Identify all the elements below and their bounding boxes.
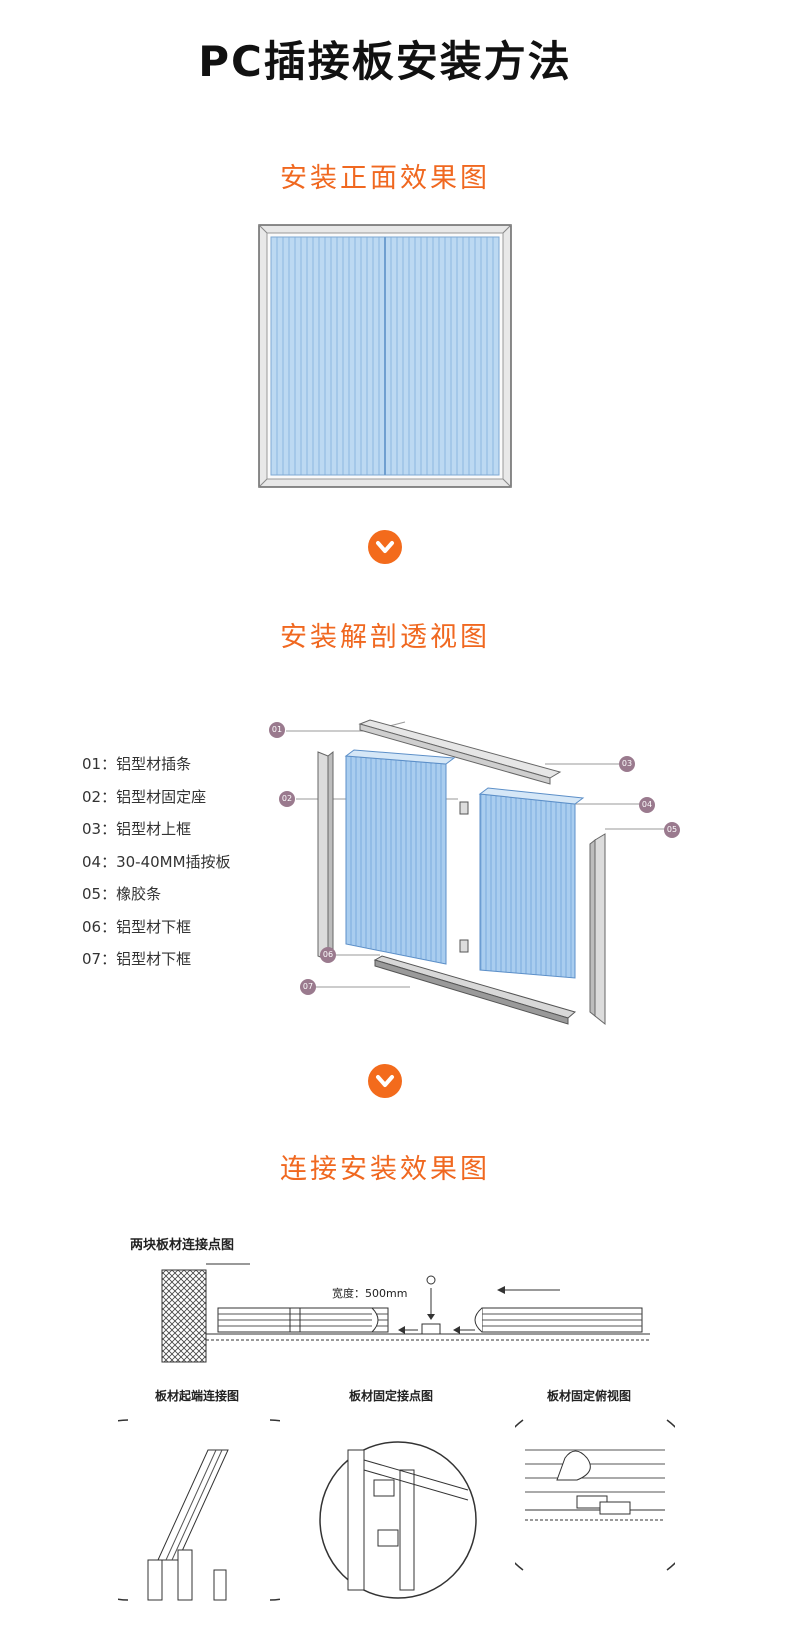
legend-item: 05：橡胶条 [82,885,162,903]
detail-fixing-point-illustration [319,1441,477,1599]
caption-top-view: 板材固定俯视图 [547,1389,632,1403]
caption-start-connection: 板材起端连接图 [155,1389,240,1403]
detail-start-connection-illustration [118,1419,280,1601]
callout-02: 02 [279,791,295,807]
front-view-window-illustration [258,224,512,488]
section-title-exploded-view: 安装解剖透视图 [280,622,490,653]
exploded-view-illustration [286,719,665,1026]
legend-item: 03：铝型材上框 [82,820,192,838]
detail-top-view-illustration [515,1419,675,1571]
callout-07: 07 [300,979,316,995]
connection-diagram [161,1263,650,1363]
section-title-front-view: 安装正面效果图 [280,163,490,194]
callout-04: 04 [639,797,655,813]
callout-05: 05 [664,822,680,838]
component-legend: 01：铝型材插条 02：铝型材固定座 03：铝型材上框 04：30-40MM插按… [82,748,231,976]
callout-06: 06 [320,947,336,963]
legend-item: 04：30-40MM插按板 [82,852,231,871]
legend-item: 06：铝型材下框 [82,917,192,936]
callout-01: 01 [269,722,285,738]
callout-03: 03 [619,756,635,772]
chevron-down-icon [368,1064,402,1098]
legend-item: 01：铝型材插条 [82,755,192,773]
legend-item: 02：铝型材固定座 [82,787,207,806]
legend-item: 07：铝型材下框 [82,950,192,968]
caption-fixing-point: 板材固定接点图 [349,1389,434,1403]
section-title-connection-view: 连接安装效果图 [280,1154,490,1185]
width-dimension-label: 宽度：500mm [332,1287,408,1300]
chevron-down-icon [368,530,402,564]
page-title: PC插接板安装方法 [198,37,572,86]
connection-diagram-title: 两块板材连接点图 [130,1238,235,1253]
